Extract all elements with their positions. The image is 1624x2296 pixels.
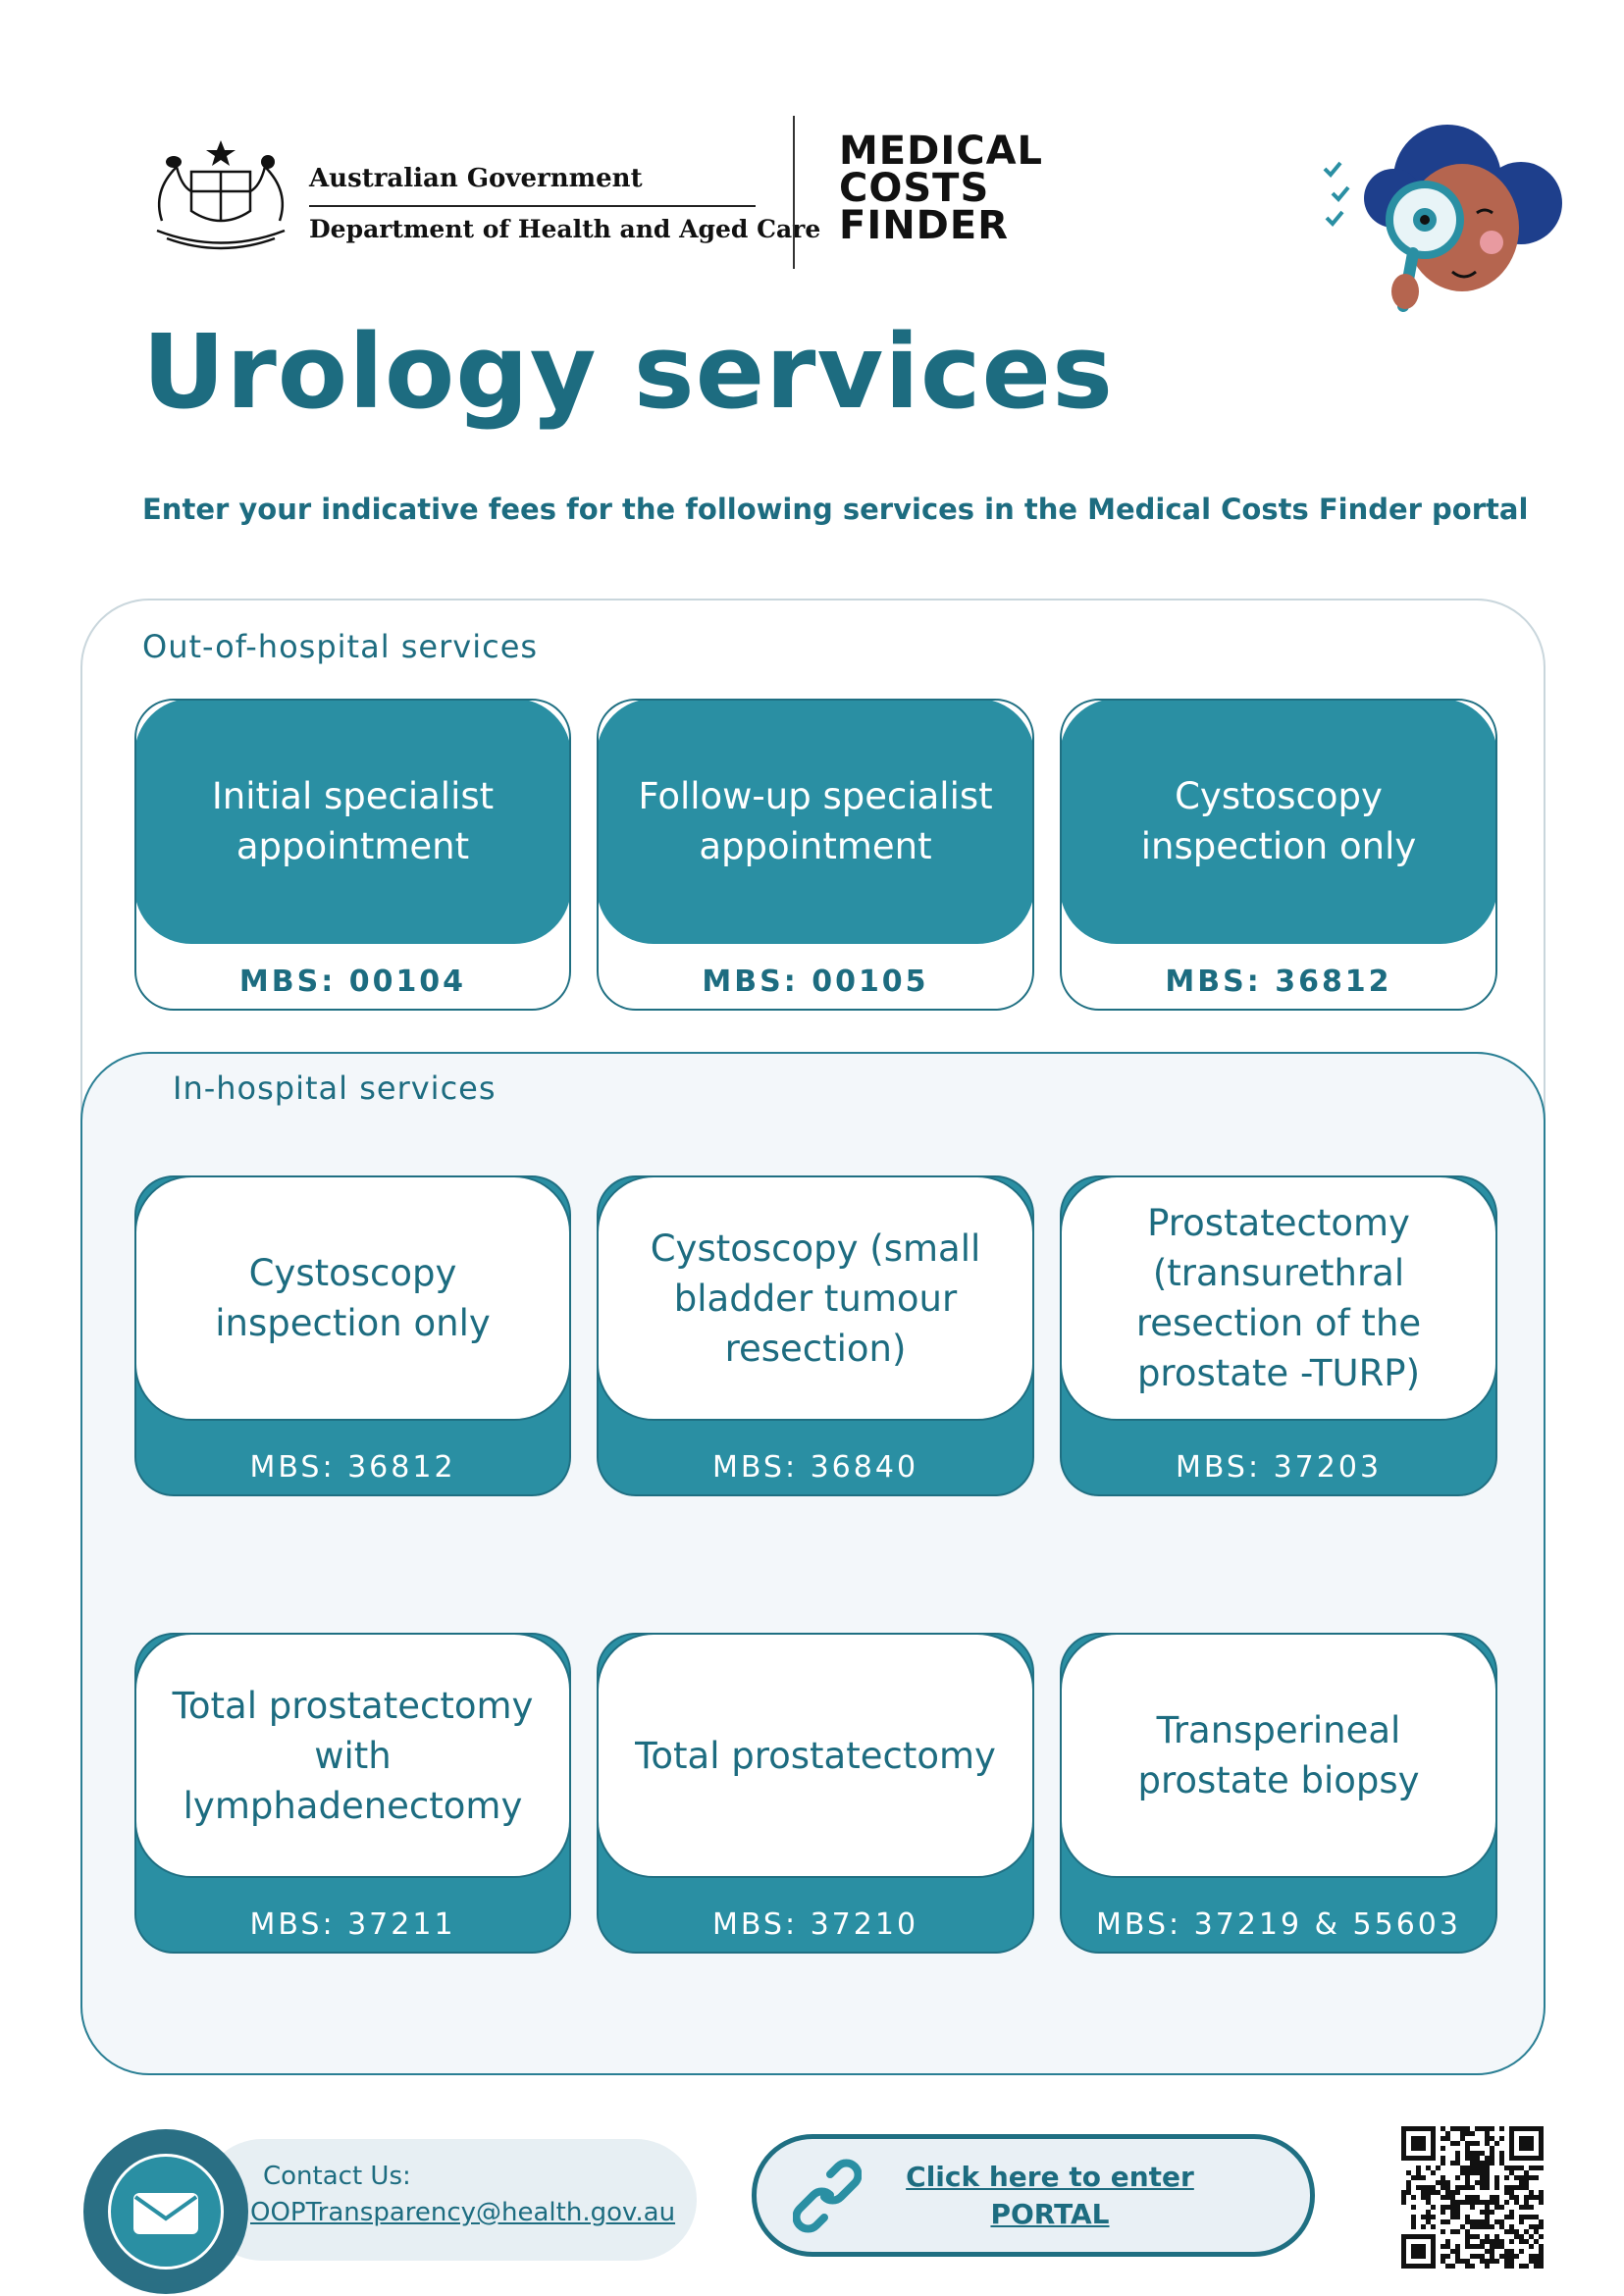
medical-costs-finder-logo: MEDICAL COSTS FINDER bbox=[839, 129, 1044, 248]
magnifying-glass-mascot-icon bbox=[1323, 125, 1562, 312]
mbs-number: MBS: 00105 bbox=[702, 965, 929, 999]
logo-divider-rule bbox=[309, 205, 756, 207]
portal-link-text[interactable]: Click here to enter bbox=[906, 2161, 1194, 2193]
contact-email-link[interactable]: OOPTransparency@health.gov.au bbox=[250, 2198, 676, 2227]
mbs-number: MBS: 36812 bbox=[249, 1450, 456, 1485]
government-logo: Australian Government Department of Heal… bbox=[142, 132, 820, 250]
service-card-cystoscopy-in: Cystoscopy inspection only MBS: 36812 bbox=[134, 1175, 571, 1496]
service-name: Cystoscopy (small bladder tumour resecti… bbox=[599, 1177, 1032, 1421]
mbs-number: MBS: 00104 bbox=[238, 965, 467, 999]
logo-line-1: MEDICAL bbox=[839, 129, 1044, 174]
service-card-transperineal-biopsy: Transperineal prostate biopsy MBS: 37219… bbox=[1060, 1633, 1497, 1954]
header-divider bbox=[793, 116, 795, 269]
qr-code[interactable] bbox=[1401, 2126, 1544, 2269]
mbs-number: MBS: 36840 bbox=[711, 1450, 919, 1485]
service-card-cystoscopy-out: Cystoscopy inspection only MBS: 36812 bbox=[1060, 699, 1497, 1011]
service-name: Follow-up specialist appointment bbox=[599, 701, 1032, 944]
mbs-number: MBS: 37219 & 55603 bbox=[1096, 1907, 1461, 1942]
link-icon bbox=[793, 2159, 862, 2233]
contact-label: Contact Us: bbox=[263, 2162, 411, 2191]
mbs-number: MBS: 37203 bbox=[1175, 1450, 1383, 1485]
service-card-total-prostatectomy-lymph: Total prostatectomy with lymphadenectomy… bbox=[134, 1633, 571, 1954]
service-card-turp: Prostatectomy (transurethral resection o… bbox=[1060, 1175, 1497, 1496]
government-name: Australian Government bbox=[309, 164, 643, 193]
service-card-total-prostatectomy: Total prostatectomy MBS: 37210 bbox=[597, 1633, 1034, 1954]
page-title: Urology services bbox=[142, 312, 1114, 432]
service-card-initial-specialist: Initial specialist appointment MBS: 0010… bbox=[134, 699, 571, 1011]
service-name: Cystoscopy inspection only bbox=[1062, 701, 1495, 944]
logo-line-3: FINDER bbox=[839, 203, 1010, 248]
coat-of-arms-icon bbox=[156, 140, 286, 250]
service-name: Initial specialist appointment bbox=[136, 701, 569, 944]
envelope-icon bbox=[108, 2154, 224, 2270]
mbs-number: MBS: 37211 bbox=[249, 1907, 456, 1942]
department-name: Department of Health and Aged Care bbox=[309, 215, 821, 243]
service-name: Total prostatectomy with lymphadenectomy bbox=[136, 1635, 569, 1878]
mbs-number: MBS: 36812 bbox=[1165, 965, 1392, 999]
portal-link-label[interactable]: PORTAL bbox=[990, 2198, 1110, 2230]
service-name: Cystoscopy inspection only bbox=[136, 1177, 569, 1421]
in-hospital-label: In-hospital services bbox=[173, 1070, 497, 1107]
service-card-cystoscopy-resection: Cystoscopy (small bladder tumour resecti… bbox=[597, 1175, 1034, 1496]
page-subtitle: Enter your indicative fees for the follo… bbox=[142, 493, 1529, 526]
service-name: Transperineal prostate biopsy bbox=[1062, 1635, 1495, 1878]
service-name: Prostatectomy (transurethral resection o… bbox=[1062, 1177, 1495, 1421]
out-of-hospital-label: Out-of-hospital services bbox=[142, 628, 539, 665]
contact-pill bbox=[201, 2139, 697, 2261]
mbs-number: MBS: 37210 bbox=[711, 1907, 919, 1942]
logo-line-2: COSTS bbox=[839, 166, 990, 211]
service-name: Total prostatectomy bbox=[599, 1635, 1032, 1878]
service-card-follow-up-specialist: Follow-up specialist appointment MBS: 00… bbox=[597, 699, 1034, 1011]
